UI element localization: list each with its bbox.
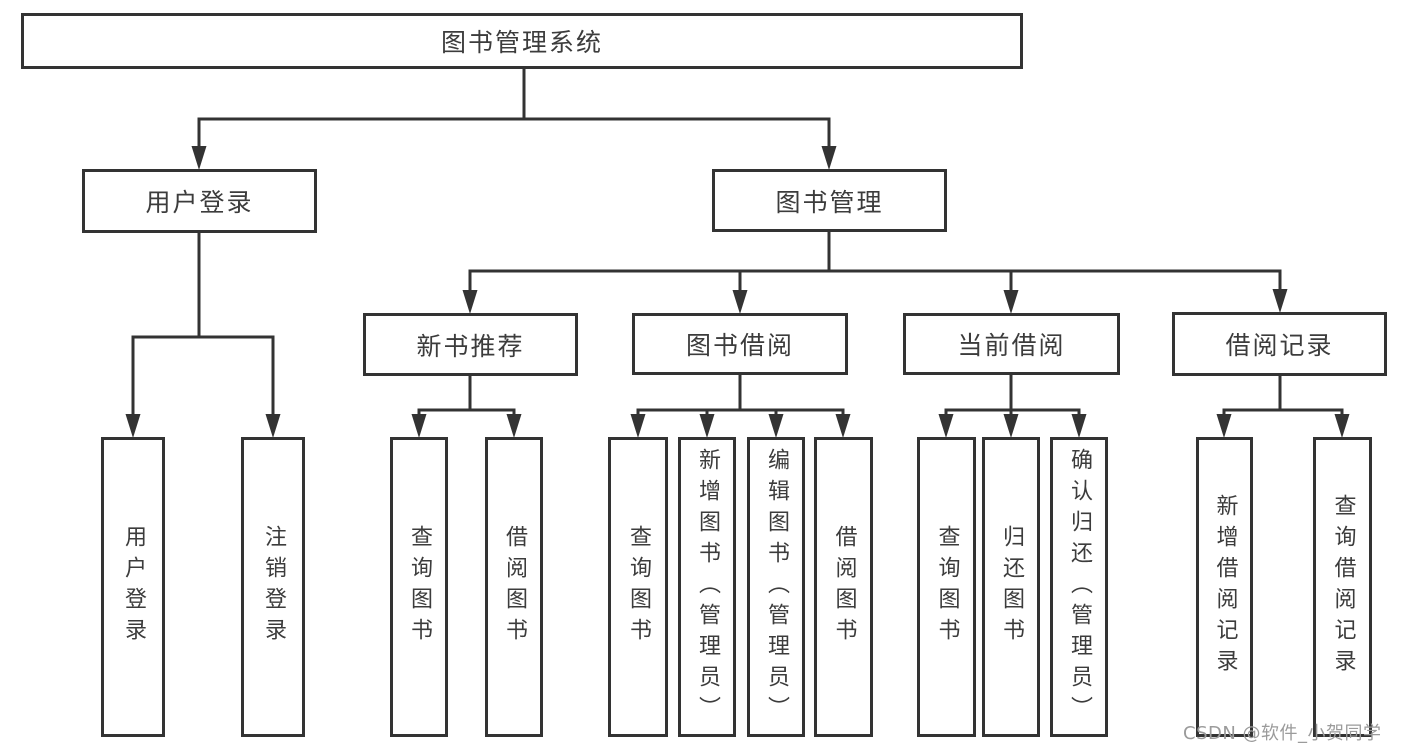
node-book-borrow: 图书借阅: [632, 313, 848, 375]
leaf-query-books-current: 查询图书: [917, 437, 976, 737]
node-label: 用户登录: [145, 188, 254, 217]
leaf-borrow-books: 借阅图书: [814, 437, 873, 737]
leaf-label: 新增借阅记录: [1212, 494, 1238, 680]
leaf-user-login: 用户登录: [101, 437, 165, 737]
node-label: 图书管理: [775, 187, 884, 217]
leaf-label: 归还图书: [999, 525, 1024, 649]
leaf-confirm-return-admin: 确认归还（管理员）: [1050, 437, 1108, 737]
leaf-query-books-borrow: 查询图书: [608, 437, 668, 737]
leaf-logout: 注销登录: [241, 437, 305, 737]
leaf-edit-book-admin: 编辑图书（管理员）: [747, 437, 805, 737]
leaf-query-books-rec: 查询图书: [390, 437, 448, 737]
leaf-return-book: 归还图书: [982, 437, 1040, 737]
node-user-login: 用户登录: [82, 169, 317, 233]
leaf-label: 借阅图书: [831, 525, 857, 649]
node-book-management: 图书管理: [712, 169, 947, 232]
node-label: 图书管理系统: [440, 28, 603, 57]
node-borrow-records: 借阅记录: [1172, 312, 1387, 376]
leaf-label: 用户登录: [121, 525, 146, 649]
watermark: CSDN @软件_小贺同学: [1183, 723, 1382, 744]
leaf-label: 查询借阅记录: [1330, 494, 1356, 680]
node-current-borrow: 当前借阅: [903, 313, 1120, 375]
leaf-label: 新增图书（管理员）: [695, 447, 720, 727]
leaf-label: 借阅图书: [502, 525, 527, 649]
node-label: 新书推荐: [416, 331, 525, 361]
leaf-label: 注销登录: [261, 525, 286, 649]
node-label: 借阅记录: [1225, 331, 1334, 360]
node-label: 当前借阅: [957, 331, 1066, 360]
leaf-label: 查询图书: [407, 525, 432, 649]
leaf-add-borrow-record: 新增借阅记录: [1196, 437, 1253, 737]
node-library-system: 图书管理系统: [21, 13, 1023, 69]
leaf-label: 编辑图书（管理员）: [764, 447, 789, 727]
leaf-label: 确认归还（管理员）: [1067, 447, 1092, 727]
leaf-label: 查询图书: [934, 525, 960, 649]
node-label: 图书借阅: [685, 331, 794, 360]
leaf-borrow-books-rec: 借阅图书: [485, 437, 543, 737]
leaf-add-book-admin: 新增图书（管理员）: [678, 437, 736, 737]
node-new-book-recommend: 新书推荐: [363, 313, 578, 376]
leaf-label: 查询图书: [626, 525, 651, 649]
leaf-query-borrow-record: 查询借阅记录: [1313, 437, 1372, 737]
